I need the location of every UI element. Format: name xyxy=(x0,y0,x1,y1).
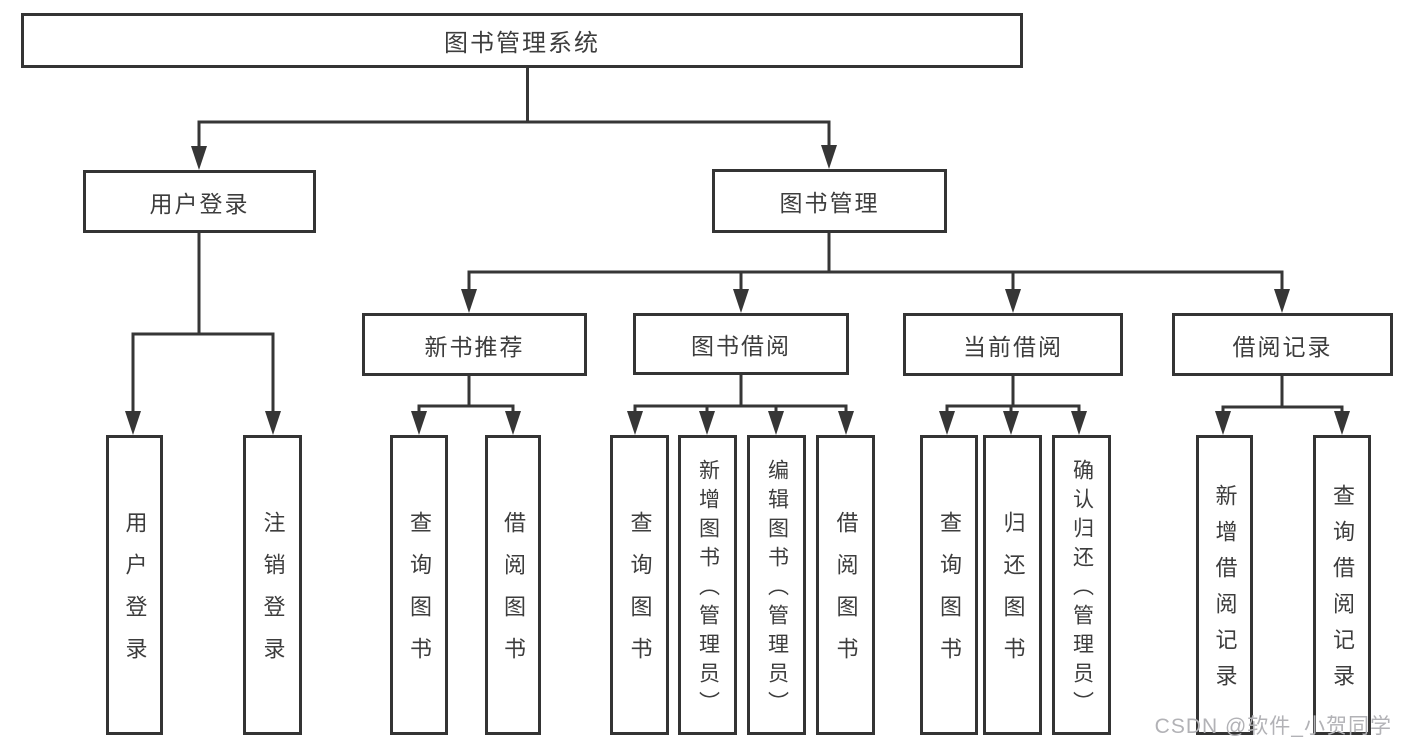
node-current-borrowing: 当前借阅 xyxy=(903,313,1123,376)
leaf-return-books: 归还图书 xyxy=(983,435,1042,735)
leaf-label: 确认归还（管理员） xyxy=(1070,458,1094,720)
leaf-label: 归还图书 xyxy=(1000,511,1026,679)
node-borrowing-records: 借阅记录 xyxy=(1172,313,1393,376)
node-user-login: 用户登录 xyxy=(83,170,316,233)
node-label: 当前借阅 xyxy=(963,333,1063,360)
leaf-add-borrow-record: 新增借阅记录 xyxy=(1196,435,1253,735)
leaf-label: 编辑图书（管理员） xyxy=(765,458,789,720)
leaf-label: 新增图书（管理员） xyxy=(696,458,720,720)
node-label: 图书管理 xyxy=(779,190,880,216)
leaf-borrow-books-1: 借阅图书 xyxy=(485,435,541,735)
leaf-query-books-3: 查询图书 xyxy=(920,435,978,735)
leaf-query-books-2: 查询图书 xyxy=(610,435,669,735)
leaf-user-login: 用户登录 xyxy=(106,435,163,735)
leaf-borrow-books-2: 借阅图书 xyxy=(816,435,875,735)
leaf-query-books-1: 查询图书 xyxy=(390,435,448,735)
leaf-add-book-admin: 新增图书（管理员） xyxy=(678,435,737,735)
leaf-confirm-return-admin: 确认归还（管理员） xyxy=(1052,435,1111,735)
node-label: 图书借阅 xyxy=(691,333,791,359)
leaf-label: 新增借阅记录 xyxy=(1212,484,1238,700)
node-label: 借阅记录 xyxy=(1232,333,1333,360)
node-label: 新书推荐 xyxy=(424,333,525,360)
watermark: CSDN @软件_小贺同学 xyxy=(1154,715,1392,738)
leaf-label: 借阅图书 xyxy=(833,511,859,679)
leaf-label: 注销登录 xyxy=(260,511,286,679)
leaf-label: 查询图书 xyxy=(407,511,432,679)
leaf-label: 查询借阅记录 xyxy=(1330,484,1355,700)
node-book-management: 图书管理 xyxy=(712,169,947,233)
leaf-label: 借阅图书 xyxy=(501,511,526,679)
leaf-query-borrow-record: 查询借阅记录 xyxy=(1313,435,1371,735)
node-library-management-system: 图书管理系统 xyxy=(21,13,1023,68)
leaf-label: 查询图书 xyxy=(937,511,962,679)
node-label: 用户登录 xyxy=(149,190,250,217)
leaf-label: 用户登录 xyxy=(122,511,148,679)
leaf-edit-book-admin: 编辑图书（管理员） xyxy=(747,435,806,735)
leaf-logout-login: 注销登录 xyxy=(243,435,302,735)
node-label: 图书管理系统 xyxy=(444,30,600,57)
leaf-label: 查询图书 xyxy=(627,511,653,679)
node-book-borrowing: 图书借阅 xyxy=(633,313,849,375)
node-new-book-recommendation: 新书推荐 xyxy=(362,313,587,376)
